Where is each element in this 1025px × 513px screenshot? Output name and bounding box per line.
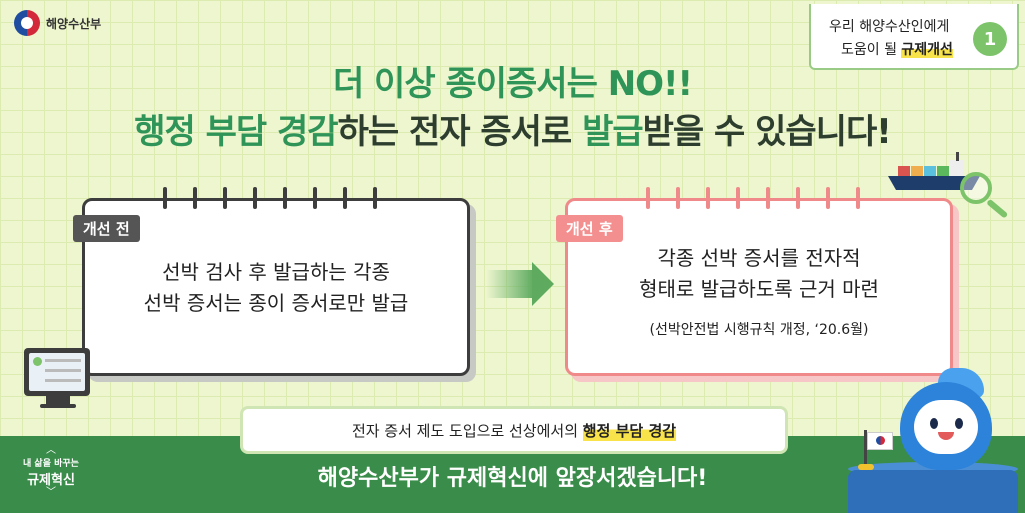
after-text: 각종 선박 증서를 전자적 형태로 발급하도록 근거 마련: [568, 243, 950, 305]
headline-part-2: 하는 전자 증서로: [337, 112, 583, 152]
podium: [848, 470, 1018, 513]
flag-base: [858, 464, 874, 470]
magnifier-handle: [986, 198, 1009, 219]
headline-part-1: 행정 부담 경감: [134, 112, 338, 152]
before-line2: 선박 증서는 종이 증서로만 발급: [143, 291, 409, 315]
monitor-screen: [29, 353, 85, 391]
binder-ring: [253, 187, 257, 209]
callout-highlight: 행정 부담 경감: [582, 419, 677, 441]
badge-line1: 우리 해양수산인에게: [829, 19, 950, 35]
binder-ring: [796, 187, 800, 209]
ministry-name: 해양수산부: [46, 16, 102, 31]
binder-ring: [826, 187, 830, 209]
binder-ring: [163, 187, 167, 209]
headline-line2: 행정 부담 경감하는 전자 증서로 발급받을 수 있습니다!: [0, 104, 1025, 153]
before-tag: 개선 전: [73, 215, 140, 242]
badge-line2: 도움이 될 규제개선: [841, 39, 953, 59]
before-line1: 선박 검사 후 발급하는 각종: [162, 260, 390, 284]
arrow-head: [532, 262, 554, 306]
binder-ring: [283, 187, 287, 209]
mascot-face: [914, 400, 978, 454]
arrow-right-icon: [486, 270, 534, 298]
binder-ring: [766, 187, 770, 209]
after-line2: 형태로 발급하도록 근거 마련: [639, 277, 879, 301]
badge-line2-prefix: 도움이 될: [841, 42, 902, 58]
mascot-mouth: [938, 432, 954, 440]
magnifier-icon: [960, 172, 992, 204]
binder-ring: [343, 187, 347, 209]
binder-ring: [646, 187, 650, 209]
before-card: 개선 전 선박 검사 후 발급하는 각종 선박 증서는 종이 증서로만 발급: [73, 187, 470, 376]
binder-ring: [223, 187, 227, 209]
flag-pole: [864, 430, 867, 466]
footer-slogan: 해양수산부가 규제혁신에 앞장서겠습니다!: [317, 466, 708, 491]
headline-part-4: 받을 수 있습니다!: [642, 112, 892, 152]
side-logo-small: 내 삶을 바꾸는: [23, 459, 79, 469]
mascot-eye: [955, 418, 963, 429]
mascot-eye: [930, 418, 938, 429]
monitor-base: [40, 404, 76, 408]
callout-prefix: 전자 증서 제도 도입으로 선상에서의: [351, 421, 579, 440]
taegeuk-icon: [14, 10, 40, 36]
after-card: 개선 후 각종 선박 증서를 전자적 형태로 발급하도록 근거 마련 (선박안전…: [556, 187, 953, 376]
binder-ring: [373, 187, 377, 209]
binder-ring: [736, 187, 740, 209]
ministry-logo: 해양수산부: [14, 10, 101, 36]
side-logo-big: 규제혁신: [27, 473, 75, 488]
after-line1: 각종 선박 증서를 전자적: [657, 246, 861, 270]
chevron-down-icon: ﹀: [46, 487, 56, 498]
ship-icon: [888, 152, 980, 190]
after-note: (선박안전법 시행규칙 개정, ‘20.6월): [649, 322, 869, 338]
regulation-innovation-logo: ︿ 내 삶을 바꾸는 규제혁신 ﹀: [16, 446, 86, 498]
binder-ring: [193, 187, 197, 209]
binder-ring: [706, 187, 710, 209]
headline-line1: 더 이상 종이증서는 NO!!: [332, 64, 693, 104]
after-tag: 개선 후: [556, 215, 623, 242]
monitor-stand: [46, 396, 70, 406]
summary-callout: 전자 증서 제도 도입으로 선상에서의 행정 부담 경감: [240, 406, 788, 454]
monitor-icon: [24, 348, 90, 396]
headline-part-3: 발급: [582, 112, 644, 152]
series-badge: 우리 해양수산인에게 도움이 될 규제개선 1: [809, 4, 1019, 70]
binder-ring: [313, 187, 317, 209]
before-text: 선박 검사 후 발급하는 각종 선박 증서는 종이 증서로만 발급: [85, 257, 467, 319]
badge-line2-highlight: 규제개선: [901, 42, 953, 58]
binder-ring: [676, 187, 680, 209]
flag-emblem: [876, 436, 885, 445]
badge-number: 1: [973, 22, 1007, 56]
binder-ring: [856, 187, 860, 209]
chevron-up-icon: ︿: [46, 445, 56, 456]
